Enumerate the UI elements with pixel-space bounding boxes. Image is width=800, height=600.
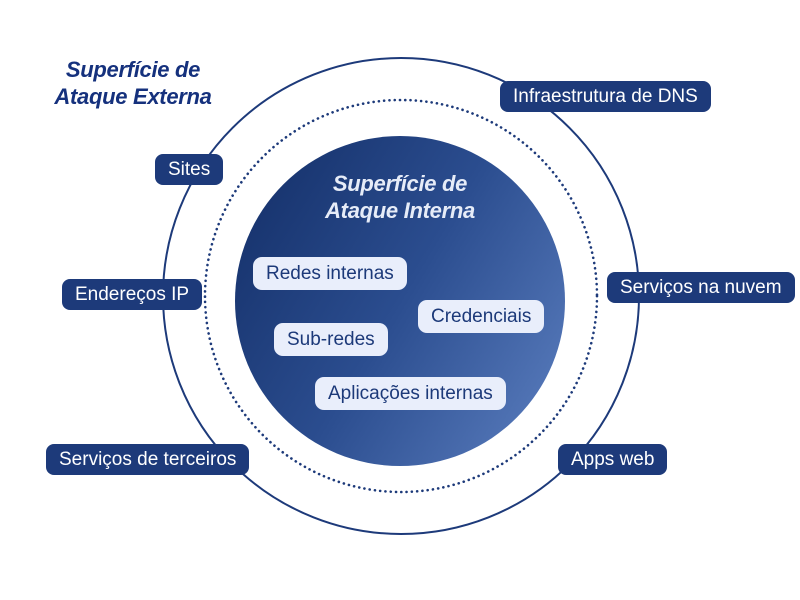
external-surface-title: Superfície de Ataque Externa xyxy=(28,56,238,110)
label-subnets: Sub-redes xyxy=(274,323,388,356)
label-sites: Sites xyxy=(155,154,224,185)
label-dns-infrastructure: Infraestrutura de DNS xyxy=(500,81,711,112)
label-third-party-services: Serviços de terceiros xyxy=(46,444,250,475)
internal-surface-title: Superfície de Ataque Interna xyxy=(290,170,510,224)
label-internal-applications: Aplicações internas xyxy=(315,377,506,410)
external-surface-title-line2: Ataque Externa xyxy=(54,84,212,109)
dotted-circle xyxy=(203,98,599,494)
label-web-apps: Apps web xyxy=(558,444,668,475)
label-cloud-services: Serviços na nuvem xyxy=(607,272,795,303)
label-credentials: Credenciais xyxy=(418,300,545,333)
internal-surface-title-line1: Superfície de xyxy=(332,171,468,196)
label-ip-addresses: Endereços IP xyxy=(62,279,203,310)
internal-surface-title-line2: Ataque Interna xyxy=(325,198,475,223)
label-internal-networks: Redes internas xyxy=(253,257,407,290)
external-surface-title-line1: Superfície de xyxy=(65,57,201,82)
